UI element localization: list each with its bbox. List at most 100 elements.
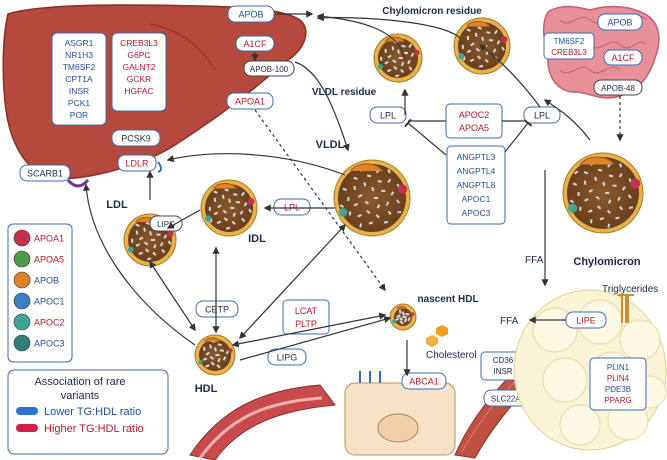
muscle-gene-cd36: CD36	[493, 356, 514, 365]
idl-particle	[200, 179, 258, 237]
apoc2-label: APOC2	[459, 110, 490, 120]
apoc3-legend-label: APOC3	[34, 339, 65, 349]
vldl-residue-label: VLDL residue	[312, 87, 377, 98]
abca1-label: ABCA1	[409, 377, 439, 387]
chylomicron-particle	[562, 152, 644, 234]
lower-swatch	[16, 407, 38, 415]
liver-gene-g6pc: G6PC	[127, 50, 150, 60]
pcsk9-label: PCSK9	[121, 134, 151, 144]
apoa5-legend-label: APOA5	[34, 255, 64, 265]
blood-vessel	[189, 384, 336, 460]
lipe-label: LIPE	[576, 316, 596, 326]
liver-gene-nr1h3: NR1H3	[65, 50, 93, 60]
intestine-apob-box	[597, 13, 643, 31]
variant-legend-box	[7, 369, 169, 455]
inhibitor-angptl8: ANGPTL8	[457, 180, 496, 190]
variant-legend-title-2: variants	[61, 390, 100, 402]
lpl-vldl-box	[369, 106, 407, 124]
inhibitor-apoc1: APOC1	[462, 194, 491, 204]
liver-gene-tm6sf2: TM6SF2	[63, 62, 96, 72]
vldl-label: VLDL	[316, 139, 345, 151]
vldl-particle	[333, 159, 411, 237]
apoa1-legend-label: APOA1	[34, 234, 64, 244]
intestine-apob-label: APOB	[607, 18, 632, 28]
cell-abca1	[344, 371, 456, 456]
apoa5-swatch	[13, 250, 31, 268]
nascent-hdl-label: nascent HDL	[417, 294, 478, 305]
pcsk9-box	[111, 129, 161, 147]
apoa1-swatch	[13, 229, 31, 247]
scarb1-box	[19, 164, 71, 182]
ldl-label: LDL	[106, 199, 128, 211]
lpl-chylo-box	[523, 106, 561, 124]
apob-swatch	[13, 271, 31, 289]
lipc-label: LIPC	[157, 220, 175, 229]
chylomicron-residue-label: Chylomicron residue	[382, 6, 482, 17]
idl-label: IDL	[248, 233, 266, 245]
inhibitor-angptl3: ANGPTL3	[457, 152, 496, 162]
apob48-label: APOB-48	[601, 84, 635, 93]
adipose-gene-pparg: PPARG	[604, 396, 631, 405]
ffa-top-label: FFA	[525, 255, 544, 266]
vldl-residue-particle	[373, 33, 423, 83]
nascent-hdl-particle	[389, 303, 417, 331]
pathway-arrows	[82, 10, 624, 377]
inhibitors-box	[446, 145, 506, 225]
apoc1-swatch	[13, 292, 31, 310]
a1cf-label: A1CF	[243, 39, 267, 49]
lpl-chylo-label: LPL	[534, 111, 550, 121]
liver-gene-galnt2: GALNT2	[122, 62, 155, 72]
apoc1-legend-label: APOC1	[34, 297, 65, 307]
hdl-label: HDL	[195, 383, 218, 395]
a1cf-box	[235, 35, 275, 52]
apoc2-swatch	[13, 313, 31, 331]
adipose-gene-box	[589, 357, 647, 411]
liver-gene-gckr: GCKR	[127, 74, 152, 84]
lipg-label: LIPG	[277, 353, 298, 363]
muscle-gene-insr: INSR	[493, 367, 512, 376]
apoa1-label: APOA1	[235, 97, 265, 107]
apoc2-legend-label: APOC2	[34, 318, 65, 328]
apob48-box	[593, 79, 643, 96]
triglycerides-label: Triglycerides	[602, 284, 658, 295]
chylomicron-label: Chylomicron	[573, 256, 641, 268]
apoa5-label: APOA5	[459, 123, 489, 133]
liver-apob-label: APOB	[238, 10, 263, 20]
ldlr-box	[117, 154, 157, 172]
triglyceride-icon	[618, 294, 634, 323]
ldlr-label: LDLR	[125, 159, 149, 169]
liver-gene-box-red	[111, 32, 167, 112]
intestine-a1cf-label: A1CF	[611, 53, 635, 63]
lcat-label: LCAT	[295, 306, 318, 316]
liver-gene-insr: INSR	[69, 86, 89, 96]
inhibitor-angptl4: ANGPTL4	[457, 166, 496, 176]
ffa-left-label: FFA	[500, 316, 519, 327]
higher-swatch	[16, 424, 38, 432]
inhibitor-apoc3: APOC3	[462, 208, 491, 218]
cholesterol-label: Cholesterol	[426, 350, 477, 361]
apoc3-swatch	[13, 334, 31, 352]
cetp-label: CETP	[205, 305, 229, 315]
apob-legend-label: APOB	[34, 276, 59, 286]
apoa1-box	[226, 92, 274, 110]
intestine-a1cf-box	[603, 49, 643, 66]
hdl-particle	[194, 334, 236, 376]
higher-label: Higher TG:HDL ratio	[44, 423, 144, 435]
apob100-box	[243, 60, 295, 77]
adipose-gene-pde3b: PDE3B	[605, 385, 631, 394]
liver-apob-box	[227, 5, 275, 23]
liver-gene-pck1: PCK1	[68, 98, 90, 108]
pltp-label: PLTP	[295, 319, 317, 329]
intestine-gene-creb3l3: CREB3L3	[551, 48, 587, 57]
liver-gene-hgfac: HGFAC	[124, 86, 153, 96]
liver-gene-box-blue	[51, 32, 107, 126]
lipg-box	[267, 348, 307, 366]
adipose-gene-plin4: PLIN4	[607, 374, 630, 383]
scarb1-label: SCARB1	[27, 169, 63, 179]
intestine-gene-tm6sf2: TM6SF2	[554, 37, 585, 46]
